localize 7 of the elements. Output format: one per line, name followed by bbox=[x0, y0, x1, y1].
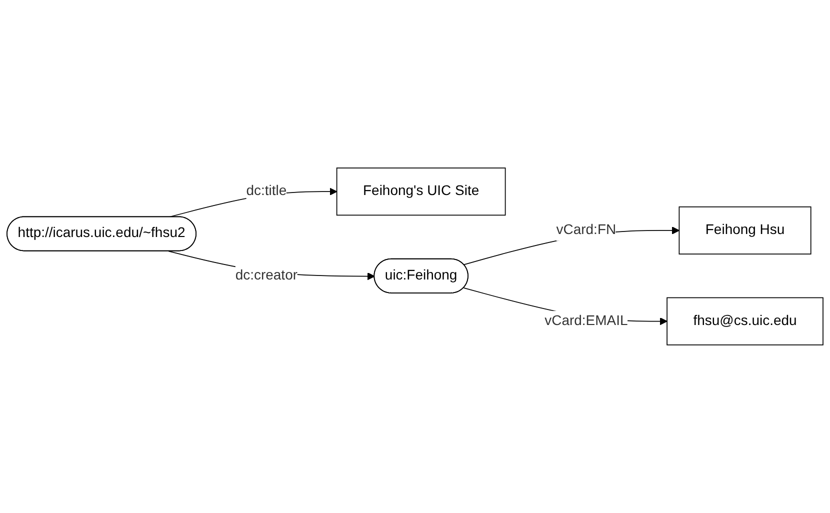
node-box: Feihong's UIC Site bbox=[336, 168, 506, 216]
edge-label: vCard:FN bbox=[556, 222, 616, 238]
edge-label: dc:title bbox=[246, 184, 287, 199]
edge-label: dc:creator bbox=[235, 268, 298, 283]
node-box: fhsu@cs.uic.edu bbox=[666, 297, 824, 346]
edge-label: vCard:EMAIL bbox=[544, 314, 628, 328]
node-box: Feihong Hsu bbox=[678, 206, 812, 255]
